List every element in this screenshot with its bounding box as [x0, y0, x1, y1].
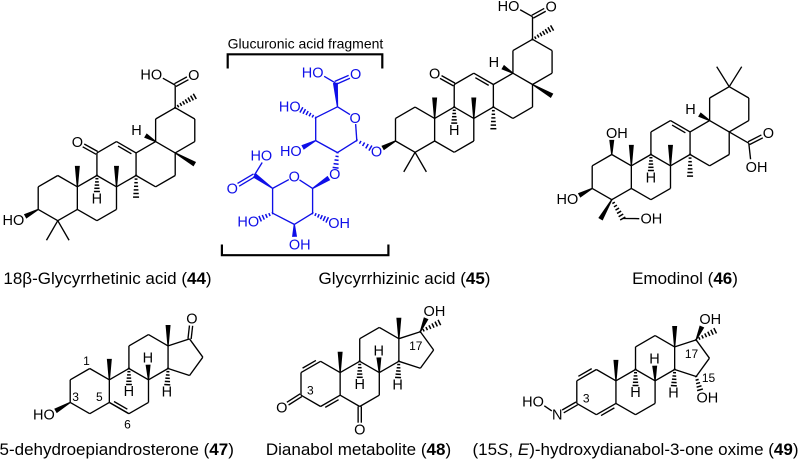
svg-text:HO: HO	[302, 66, 324, 82]
svg-text:HO: HO	[140, 68, 162, 84]
svg-text:O: O	[354, 423, 365, 439]
svg-text:OH: OH	[606, 126, 628, 142]
svg-text:O: O	[289, 170, 300, 186]
svg-text:17: 17	[409, 339, 423, 353]
svg-text:HO: HO	[557, 192, 579, 208]
svg-text:H: H	[685, 102, 695, 118]
svg-text:HO: HO	[280, 144, 302, 160]
svg-text:OH: OH	[289, 237, 311, 253]
svg-text:HO: HO	[250, 149, 272, 165]
svg-text:O: O	[350, 67, 361, 83]
svg-text:OH: OH	[640, 212, 662, 228]
svg-text:H: H	[162, 385, 172, 401]
svg-text:O: O	[350, 111, 361, 127]
svg-text:H: H	[449, 123, 459, 139]
svg-text:O: O	[72, 135, 83, 151]
svg-text:OH: OH	[424, 304, 446, 320]
svg-text:O: O	[763, 126, 774, 142]
svg-text:N: N	[552, 408, 562, 424]
svg-text:O: O	[429, 67, 440, 83]
svg-text:OH: OH	[696, 390, 718, 406]
svg-text:O: O	[186, 312, 197, 328]
svg-text:1: 1	[83, 354, 90, 368]
svg-text:H: H	[131, 123, 141, 139]
svg-text:H: H	[354, 377, 364, 393]
svg-text:O: O	[188, 68, 199, 84]
svg-text:H: H	[143, 351, 153, 367]
svg-text:6: 6	[124, 418, 131, 432]
svg-text:H: H	[489, 55, 499, 71]
svg-text:H: H	[646, 171, 656, 187]
svg-text:5-dehydroepiandrosterone (47): 5-dehydroepiandrosterone (47)	[0, 440, 234, 459]
svg-text:Glucuronic acid fragment: Glucuronic acid fragment	[228, 36, 384, 52]
svg-text:OH: OH	[328, 216, 350, 232]
svg-text:O: O	[276, 400, 287, 416]
svg-text:15: 15	[702, 371, 716, 385]
svg-text:5: 5	[96, 390, 103, 404]
svg-text:3: 3	[72, 390, 79, 404]
svg-text:H: H	[373, 343, 383, 359]
svg-text:Dianabol metabolite (48): Dianabol metabolite (48)	[266, 440, 451, 459]
svg-text:HO: HO	[237, 215, 259, 231]
svg-text:17: 17	[685, 347, 699, 361]
svg-text:Glycyrrhizinic acid (45): Glycyrrhizinic acid (45)	[319, 269, 491, 288]
svg-text:O: O	[329, 167, 340, 183]
svg-text:H: H	[630, 385, 640, 401]
svg-text:HO: HO	[522, 395, 544, 411]
svg-text:O: O	[227, 181, 238, 197]
svg-text:HO: HO	[3, 213, 25, 229]
svg-text:18β-Glycyrrhetinic acid (44): 18β-Glycyrrhetinic acid (44)	[3, 269, 211, 288]
svg-text:O: O	[545, 0, 556, 16]
svg-text:HO: HO	[498, 0, 520, 15]
svg-text:H: H	[649, 352, 659, 368]
svg-text:3: 3	[307, 384, 314, 398]
svg-text:HO: HO	[33, 408, 55, 424]
svg-text:H: H	[668, 386, 678, 402]
svg-text:HO: HO	[279, 99, 301, 115]
svg-text:(15S, E)-hydroxydianabol-3-one: (15S, E)-hydroxydianabol-3-one oxime (49…	[472, 440, 798, 459]
svg-text:Emodinol (46): Emodinol (46)	[632, 269, 738, 288]
svg-text:H: H	[392, 377, 402, 393]
svg-text:OH: OH	[746, 160, 768, 176]
svg-text:H: H	[92, 192, 102, 208]
svg-text:3: 3	[583, 392, 590, 406]
svg-text:H: H	[124, 384, 134, 400]
svg-text:OH: OH	[699, 312, 721, 328]
svg-text:O: O	[371, 145, 382, 161]
